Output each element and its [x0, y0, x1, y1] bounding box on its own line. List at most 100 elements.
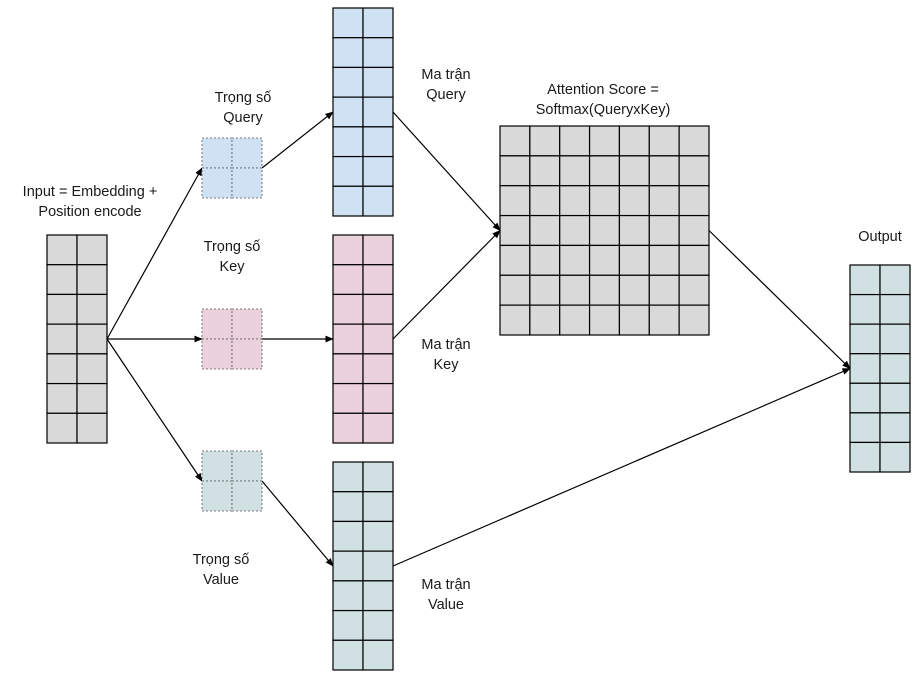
- matrix-cell: [499, 155, 531, 187]
- matrix-cell: [499, 304, 531, 336]
- matrix-cell: [588, 274, 621, 306]
- input-matrix: [46, 234, 108, 444]
- matrix-cell: [559, 214, 591, 247]
- matrix-cell: [362, 461, 394, 493]
- matrix-cell: [201, 308, 233, 340]
- matrix-cell: [588, 214, 621, 247]
- input-label-line1: Input = Embedding +: [22, 184, 158, 200]
- matrix-cell: [76, 353, 108, 385]
- matrix-cell: [231, 450, 263, 482]
- matrix-cell: [362, 234, 394, 266]
- matrix-cell: [332, 155, 364, 187]
- matrix-cell: [362, 264, 394, 296]
- matrix-cell: [332, 234, 364, 266]
- matrix-cell: [76, 264, 108, 296]
- matrix-cell: [362, 491, 394, 523]
- matrix-cell: [678, 244, 710, 276]
- matrix-cell: [362, 66, 394, 98]
- matrix-cell: [499, 125, 531, 157]
- arrow-query-to-attention: [392, 111, 501, 232]
- matrix-cell: [231, 167, 263, 199]
- arrow-key-to-attention: [392, 229, 501, 340]
- matrix-cell: [678, 125, 710, 157]
- matrix-cell: [332, 550, 364, 582]
- weight-key-label-line1: Trọng số: [203, 239, 261, 255]
- weight-key-label: Trọng số Key: [204, 237, 261, 277]
- matrix-cell: [46, 323, 78, 355]
- matrix-query-label: Ma trận Query: [421, 65, 470, 105]
- matrix-cell: [849, 323, 881, 355]
- matrix-cell: [332, 323, 364, 355]
- weight-key-label-line2: Key: [219, 259, 245, 275]
- matrix-cell: [362, 550, 394, 582]
- matrix-cell: [201, 480, 233, 512]
- matrix-cell: [648, 214, 680, 247]
- input-label-line2: Position encode: [38, 204, 142, 220]
- matrix-cell: [559, 304, 591, 336]
- weight-query-label-line1: Trọng số: [214, 90, 272, 106]
- matrix-cell: [231, 308, 263, 340]
- matrix-key-label-line1: Ma trận: [421, 337, 471, 353]
- matrix-cell: [201, 137, 233, 169]
- output-matrix: [849, 264, 911, 473]
- matrix-cell: [559, 125, 591, 157]
- matrix-cell: [618, 244, 650, 276]
- matrix-cell: [332, 96, 364, 128]
- arrow-input-to-weight-value: [106, 338, 203, 482]
- matrix-cell: [46, 353, 78, 385]
- matrix-cell: [332, 580, 364, 612]
- matrix-cell: [849, 412, 881, 444]
- matrix-cell: [529, 274, 561, 306]
- arrow-weight-value-to-value: [261, 480, 334, 567]
- matrix-cell: [201, 338, 233, 370]
- matrix-cell: [618, 155, 650, 187]
- matrix-cell: [879, 441, 911, 473]
- matrix-cell: [362, 609, 394, 641]
- weight-value-matrix: [201, 450, 263, 512]
- matrix-cell: [332, 37, 364, 69]
- arrow-attention-to-output: [708, 230, 851, 370]
- matrix-cell: [332, 382, 364, 414]
- matrix-cell: [588, 125, 621, 157]
- matrix-cell: [879, 353, 911, 384]
- matrix-cell: [529, 244, 561, 276]
- matrix-cell: [678, 214, 710, 247]
- input-label: Input = Embedding + Position encode: [23, 182, 158, 222]
- matrix-cell: [332, 264, 364, 296]
- matrix-cell: [362, 37, 394, 69]
- matrix-cell: [648, 304, 680, 336]
- matrix-cell: [362, 412, 394, 444]
- matrix-cell: [332, 66, 364, 98]
- matrix-cell: [499, 244, 531, 276]
- matrix-cell: [46, 412, 78, 444]
- matrix-cell: [362, 293, 394, 325]
- weight-value-label-line2: Value: [202, 572, 239, 588]
- matrix-cell: [76, 323, 108, 355]
- weight-query-matrix: [201, 137, 263, 199]
- matrix-cell: [499, 214, 531, 247]
- matrix-cell: [362, 7, 394, 39]
- matrix-cell: [362, 323, 394, 355]
- matrix-cell: [648, 155, 680, 187]
- arrow-weight-query-to-query: [261, 111, 334, 169]
- matrix-cell: [231, 480, 263, 512]
- arrow-input-to-weight-query: [106, 167, 203, 340]
- matrix-cell: [648, 244, 680, 276]
- key-matrix: [332, 234, 394, 444]
- matrix-cell: [332, 7, 364, 39]
- matrix-cell: [362, 126, 394, 158]
- output-label-line1: Output: [858, 229, 902, 245]
- matrix-cell: [231, 137, 263, 169]
- matrix-cell: [46, 264, 78, 296]
- matrix-cell: [529, 155, 561, 187]
- matrix-value-label-line1: Ma trận: [421, 577, 471, 593]
- matrix-cell: [849, 293, 881, 325]
- matrix-cell: [76, 234, 108, 266]
- matrix-cell: [332, 353, 364, 385]
- matrix-cell: [648, 185, 680, 217]
- matrix-cell: [76, 293, 108, 325]
- matrix-value-label: Ma trận Value: [421, 575, 470, 615]
- matrix-key-label-line2: Key: [433, 357, 459, 373]
- matrix-cell: [678, 304, 710, 336]
- weight-key-matrix: [201, 308, 263, 370]
